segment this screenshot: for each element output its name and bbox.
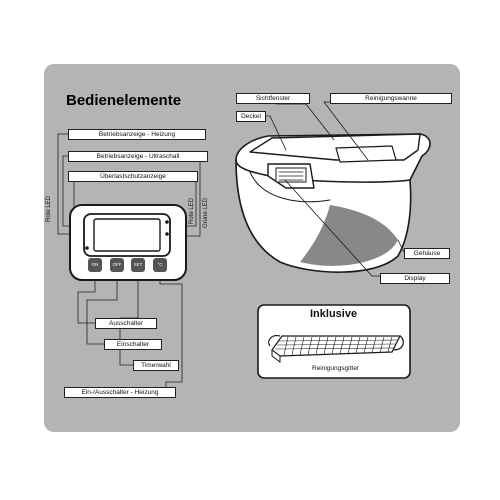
page-title: Bedienelemente: [66, 92, 182, 109]
label-betriebsanzeige-heizung: Betriebsanzeige - Heizung: [68, 129, 206, 140]
label-betriebsanzeige-ultraschall: Betriebsanzeige - Ultraschall: [68, 151, 208, 162]
button-set-text: SET: [133, 262, 143, 267]
label-sichtfenster: Sichtfenster: [236, 93, 310, 104]
inklusive-box: [257, 304, 411, 379]
control-panel-device: [69, 204, 187, 281]
cleaner-device: [235, 101, 431, 277]
label-reinigungswanne: Reinigungswanne: [330, 93, 452, 104]
label-rote-led-right: Rote LED: [189, 197, 195, 224]
label-ueberlastschutzanzeige: Überlastschutzanzeige: [68, 171, 198, 182]
label-gehaeuse: Gehäuse: [404, 248, 450, 259]
label-timerwahl: Timerwahl: [133, 360, 179, 371]
label-einschalter: Einschalter: [104, 339, 162, 350]
label-rote-led-left: Rote LED: [46, 195, 52, 222]
label-ein-ausschalter-heizung: Ein-/Ausschalter - Heizung: [64, 387, 176, 398]
label-deckel: Deckel: [236, 111, 266, 122]
button-off-text: OFF: [112, 262, 122, 267]
label-ausschalter: Ausschalter: [95, 318, 157, 329]
label-display: Display: [380, 273, 450, 284]
button-on-text: ON: [91, 262, 99, 267]
button-temp-text: °C: [157, 262, 163, 267]
inklusive-item-label: Reinigungsgitter: [312, 365, 359, 372]
label-gruene-led: Grüne LED: [203, 197, 209, 228]
inklusive-heading: Inklusive: [310, 308, 358, 320]
